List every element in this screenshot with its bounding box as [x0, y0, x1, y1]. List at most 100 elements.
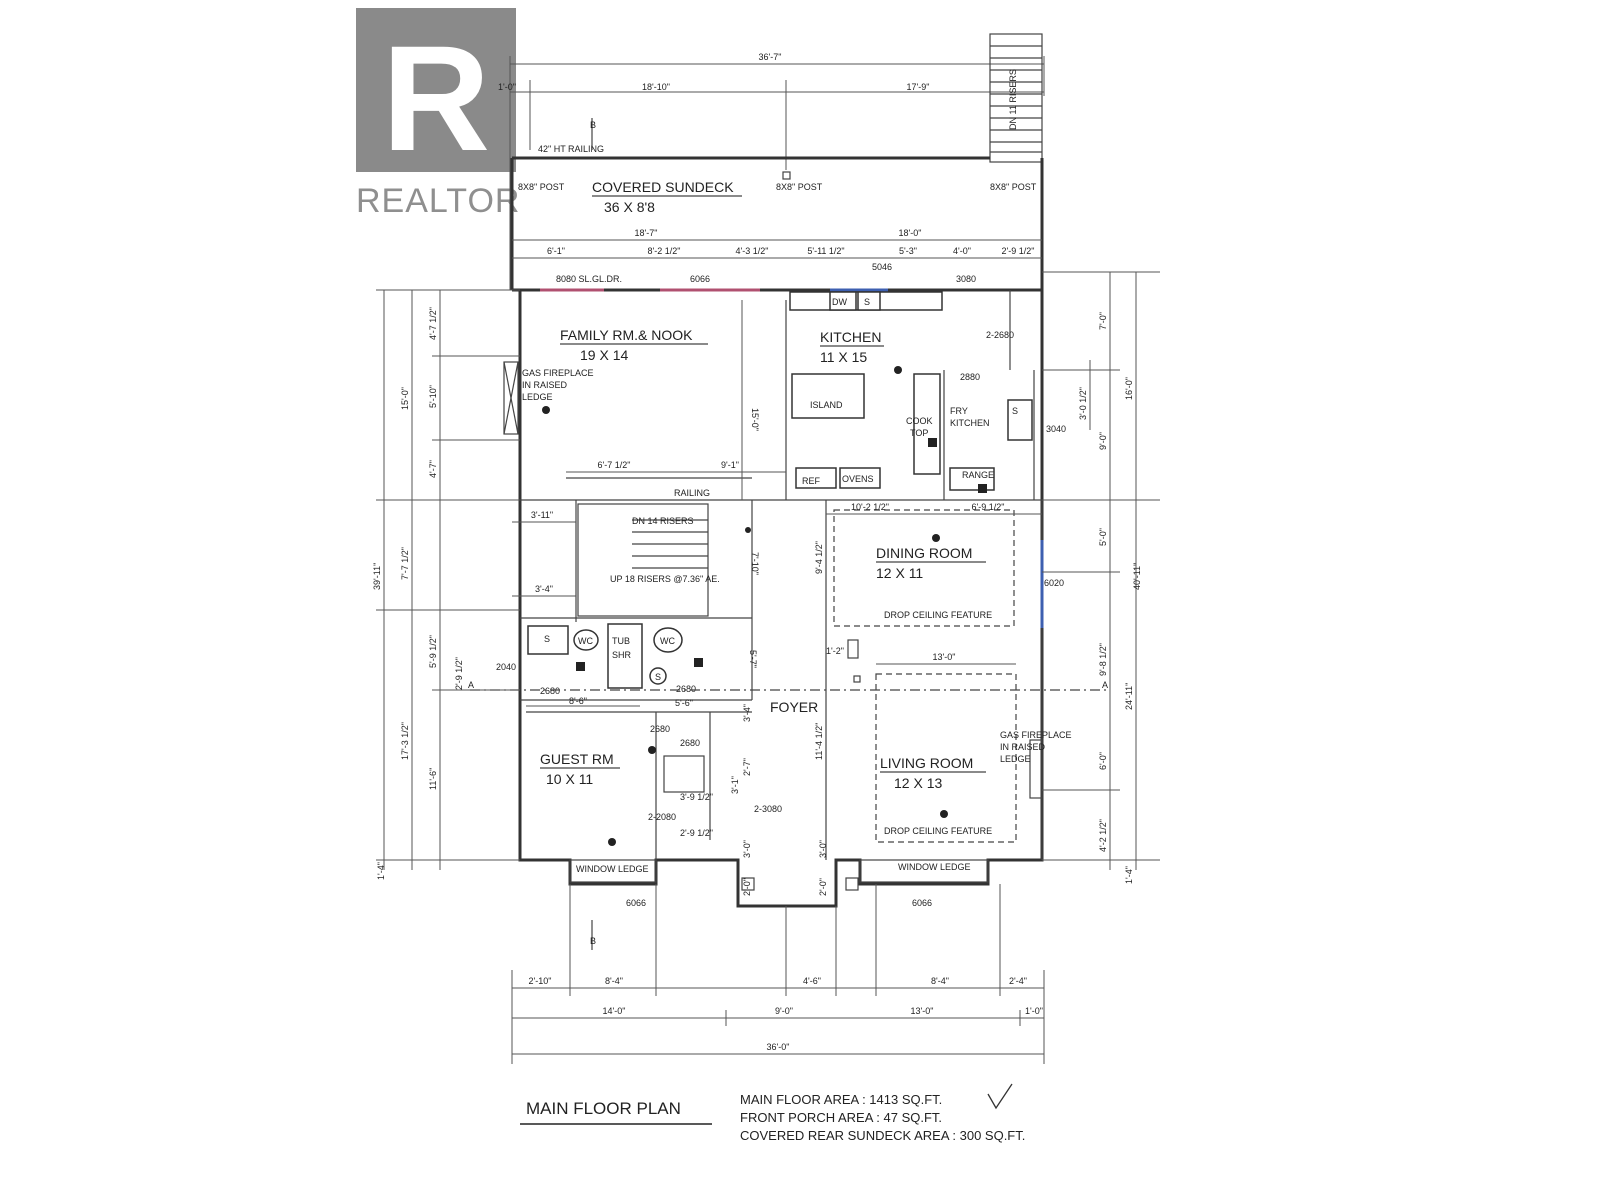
kitchen-light-icon [894, 366, 902, 374]
realtor-wordmark: REALTOR [356, 182, 520, 220]
window-ledge-left-label: WINDOW LEDGE [576, 864, 649, 874]
dim-int-6-7: 6'-7 1/2" [598, 460, 631, 470]
dim-bot-8-4b: 8'-4" [931, 976, 949, 986]
dim-left-39-11: 39'-11" [372, 563, 382, 590]
window-5046-label: 5046 [872, 262, 892, 272]
rear-sundeck-area: COVERED REAR SUNDECK AREA : 300 SQ.FT. [740, 1128, 1025, 1143]
door-2-2680-label: 2-2680 [986, 330, 1014, 340]
dim-int-2-7: 2'-7" [742, 758, 752, 776]
dim-int-9-1: 9'-1" [721, 460, 739, 470]
dim-overall-top: 36'-7" [759, 52, 782, 62]
window-ledge-right-label: WINDOW LEDGE [898, 862, 971, 872]
top-openings: 8080 SL.GL.DR. 6066 5046 3080 [540, 262, 976, 292]
window-2040-label: 2040 [496, 662, 516, 672]
front-porch-area: FRONT PORCH AREA : 47 SQ.FT. [740, 1110, 942, 1125]
sundeck: 42" HT RAILING 8X8" POST 8X8" POST 8X8" … [510, 144, 1044, 290]
deck-stair-risers: DN 11 RISERS [1008, 69, 1018, 130]
door-6066-br-label: 6066 [912, 898, 932, 908]
dim-left-7-7: 7'-7 1/2" [400, 547, 410, 580]
dim-deck-18-0: 18'-0" [899, 228, 922, 238]
dn-14-risers-label: DN 14 RISERS [632, 516, 694, 526]
sundeck-name: COVERED SUNDECK [592, 179, 734, 195]
section-a-right: A [1102, 680, 1108, 690]
bottom-dimensions: 2'-10" 8'-4" 4'-6" 8'-4" 2'-4" 14'-0" 9'… [511, 884, 1045, 1064]
dim-left-5-10: 5'-10" [428, 385, 438, 408]
cooktop-icon [928, 438, 937, 447]
dim-right-40-11: 40'-11" [1132, 563, 1142, 590]
dining-drop-ceiling [833, 509, 1015, 627]
dim-left-4-7: 4'-7" [428, 460, 438, 478]
range-icon [978, 484, 987, 493]
cook-top-line2: TOP [910, 428, 928, 438]
bath-sink2-label: S [655, 672, 661, 682]
dining-light-icon [932, 534, 940, 542]
shr-label: SHR [612, 650, 632, 660]
dim-top-17-9: 17'-9" [907, 82, 930, 92]
bathrooms: S WC TUB SHR WC S 2040 2680 2680 [496, 623, 703, 696]
dim-top-18-10: 18'-10" [642, 82, 670, 92]
realtor-watermark: R REALTOR [356, 8, 520, 220]
dim-int-2-0a: 2'-0" [742, 878, 752, 896]
door-2880-label: 2880 [960, 372, 980, 382]
wc1-label: WC [578, 636, 593, 646]
fry-kitchen-line2: KITCHEN [950, 418, 990, 428]
range-label: RANGE [962, 470, 994, 480]
dim-bot-1-0: 1'-0" [1025, 1006, 1043, 1016]
dim-int-15-0: 15'-0" [750, 408, 760, 431]
guest-room-size: 10 X 11 [546, 771, 593, 787]
deck-stairs: DN 11 RISERS [989, 33, 1043, 163]
dim-int-11-4: 11'-4 1/2" [814, 723, 824, 760]
living-room-size: 12 X 13 [894, 775, 942, 791]
section-a-left: A [468, 680, 474, 690]
sundeck-size: 36 X 8'8 [604, 199, 655, 215]
dim-right-6-0: 6'-0" [1098, 752, 1108, 770]
dim-left-2-9: 2'-9 1/2" [454, 657, 464, 690]
kitchen-sink-label: S [864, 297, 870, 307]
dim-row-5-3: 5'-3" [899, 246, 917, 256]
door-6066-bl-label: 6066 [626, 898, 646, 908]
interior-dimensions: 15'-0" 6'-7 1/2" 9'-1" 3'-11" 3'-4" 7'-1… [512, 300, 1042, 896]
checkmark-icon [987, 1083, 1013, 1110]
dim-deck-18-7: 18'-7" [635, 228, 658, 238]
post-right-label: 8X8" POST [990, 182, 1037, 192]
kitchen-name: KITCHEN [820, 329, 881, 345]
dishwasher-label: DW [832, 297, 847, 307]
post-left-label: 8X8" POST [518, 182, 565, 192]
door-2680-c-label: 2680 [650, 724, 670, 734]
window-6020-label: 6020 [1044, 578, 1064, 588]
dim-bot-14-0: 14'-0" [603, 1006, 626, 1016]
dim-int-3-11: 3'-11" [531, 510, 553, 520]
section-b-top: B [590, 120, 596, 130]
guest-light-icon [648, 746, 656, 754]
dim-row-2-9: 2'-9 1/2" [1002, 246, 1035, 256]
dining-room-name: DINING ROOM [876, 545, 972, 561]
dim-left-11-6: 11'-6" [428, 768, 438, 790]
dim-int-9-4: 9'-4 1/2" [814, 541, 824, 574]
dim-right-9-8: 9'-8 1/2" [1098, 643, 1108, 676]
fry-sink-label: S [1012, 406, 1018, 416]
dim-right-3-0: 3'-0 1/2" [1078, 387, 1088, 420]
section-markers: B B A A [468, 118, 1110, 950]
up-18-risers-label: UP 18 RISERS @7.36" AE. [610, 574, 720, 584]
dim-int-2-0b: 2'-0" [818, 878, 828, 896]
fireplace-left-line3: LEDGE [522, 392, 553, 402]
island-label: ISLAND [810, 400, 843, 410]
door-2-2080-label: 2-2080 [648, 812, 676, 822]
dim-bot-4-6: 4'-6" [803, 976, 821, 986]
dim-bot-2-10: 2'-10" [529, 976, 552, 986]
kitchen-island [791, 373, 865, 419]
guest-room-name: GUEST RM [540, 751, 614, 767]
dim-right-9-0: 9'-0" [1098, 432, 1108, 450]
living-light-icon [940, 810, 948, 818]
bath-sink-label: S [544, 634, 550, 644]
dim-row-6-1: 6'-1" [547, 246, 565, 256]
dim-right-7-0: 7'-0" [1098, 312, 1108, 330]
dim-int-7-10: 7'-10" [750, 552, 760, 575]
dim-bot-2-4: 2'-4" [1009, 976, 1027, 986]
dim-right-1-4: 1'-4" [1124, 866, 1134, 884]
door-2680-a-label: 2680 [540, 686, 560, 696]
wc2-label: WC [660, 636, 675, 646]
dim-left-4-7a: 4'-7 1/2" [428, 307, 438, 340]
dim-right-16-0: 16'-0" [1124, 377, 1134, 400]
dim-int-3-0a: 3'-0" [742, 840, 752, 858]
